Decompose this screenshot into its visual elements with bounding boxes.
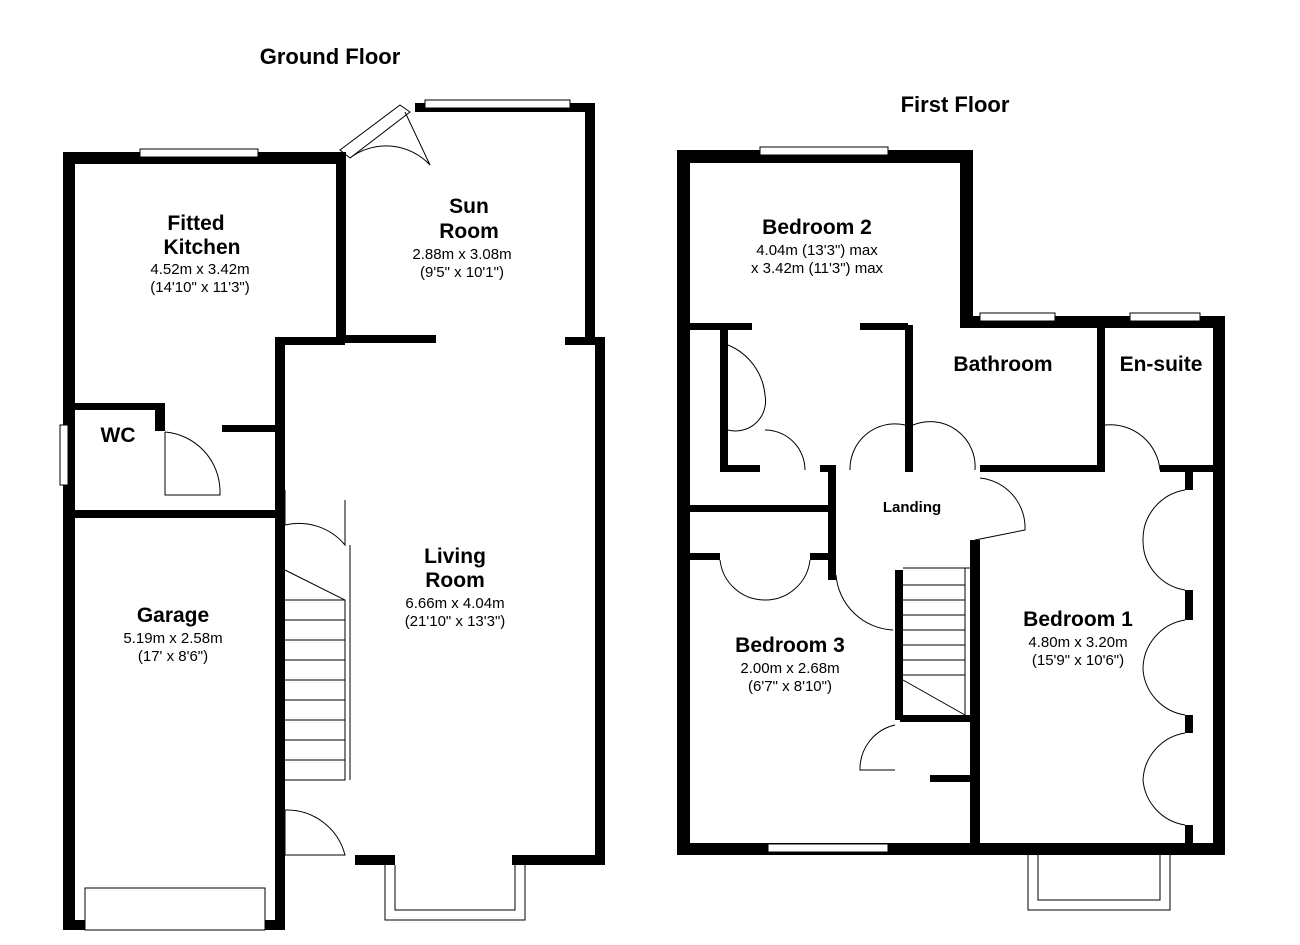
room-bedroom-1: Bedroom 1 4.80m x 3.20m (15'9" x 10'6") bbox=[1023, 608, 1133, 669]
svg-text:(9'5" x 10'1"): (9'5" x 10'1") bbox=[420, 264, 504, 281]
ground-floor-title: Ground Floor bbox=[260, 44, 401, 69]
svg-text:4.04m (13'3") max: 4.04m (13'3") max bbox=[756, 242, 878, 259]
svg-text:Bedroom 2: Bedroom 2 bbox=[762, 216, 872, 239]
svg-text:4.52m x 3.42m: 4.52m x 3.42m bbox=[150, 261, 249, 278]
svg-text:2.88m x 3.08m: 2.88m x 3.08m bbox=[412, 246, 511, 263]
room-garage: Garage 5.19m x 2.58m (17' x 8'6") bbox=[123, 604, 222, 665]
svg-text:Bedroom 1: Bedroom 1 bbox=[1023, 608, 1133, 631]
room-landing: Landing bbox=[883, 499, 941, 516]
svg-text:Living: Living bbox=[424, 545, 486, 568]
svg-text:Fitted: Fitted bbox=[167, 212, 224, 235]
svg-text:6.66m x 4.04m: 6.66m x 4.04m bbox=[405, 595, 504, 612]
svg-text:Bathroom: Bathroom bbox=[953, 353, 1052, 376]
ground-floor-doors bbox=[164, 104, 431, 856]
svg-text:Room: Room bbox=[439, 220, 499, 243]
first-floor-title: First Floor bbox=[901, 92, 1010, 117]
room-fitted-kitchen: Fitted Kitchen 4.52m x 3.42m (14'10" x 1… bbox=[150, 212, 250, 296]
first-floor-doors bbox=[719, 344, 1186, 826]
room-en-suite: En-suite bbox=[1120, 353, 1203, 376]
svg-text:(17' x 8'6"): (17' x 8'6") bbox=[138, 648, 208, 665]
first-floor-plan: First Floor bbox=[677, 92, 1225, 911]
svg-text:Bedroom 3: Bedroom 3 bbox=[735, 634, 845, 657]
first-floor-windows bbox=[759, 146, 1201, 911]
room-sun-room: Sun Room 2.88m x 3.08m (9'5" x 10'1") bbox=[412, 195, 511, 281]
first-floor-stairs bbox=[902, 567, 973, 718]
svg-text:(21'10" x 13'3"): (21'10" x 13'3") bbox=[405, 613, 506, 630]
svg-text:2.00m x 2.68m: 2.00m x 2.68m bbox=[740, 660, 839, 677]
svg-text:5.19m x 2.58m: 5.19m x 2.58m bbox=[123, 630, 222, 647]
svg-text:Kitchen: Kitchen bbox=[163, 236, 240, 259]
room-bedroom-2: Bedroom 2 4.04m (13'3") max x 3.42m (11'… bbox=[751, 216, 884, 277]
svg-text:(15'9" x 10'6"): (15'9" x 10'6") bbox=[1032, 652, 1124, 669]
ground-floor-walls bbox=[63, 103, 605, 930]
svg-text:(6'7" x 8'10"): (6'7" x 8'10") bbox=[748, 678, 832, 695]
svg-text:4.80m x 3.20m: 4.80m x 3.20m bbox=[1028, 634, 1127, 651]
room-living-room: Living Room 6.66m x 4.04m (21'10" x 13'3… bbox=[405, 545, 506, 630]
svg-text:(14'10" x 11'3"): (14'10" x 11'3") bbox=[150, 279, 250, 296]
room-wc: WC bbox=[101, 424, 136, 447]
ground-floor-windows bbox=[59, 99, 571, 931]
ground-floor-plan: Ground Floor bbox=[59, 44, 605, 931]
svg-text:Sun: Sun bbox=[449, 195, 489, 218]
svg-text:Landing: Landing bbox=[883, 499, 941, 516]
svg-text:En-suite: En-suite bbox=[1120, 353, 1203, 376]
room-bedroom-3: Bedroom 3 2.00m x 2.68m (6'7" x 8'10") bbox=[735, 634, 845, 695]
svg-text:WC: WC bbox=[101, 424, 136, 447]
ground-floor-stairs bbox=[284, 545, 351, 781]
svg-text:x 3.42m (11'3") max: x 3.42m (11'3") max bbox=[751, 260, 884, 277]
svg-text:Room: Room bbox=[425, 569, 485, 592]
svg-text:Garage: Garage bbox=[137, 604, 209, 627]
room-bathroom: Bathroom bbox=[953, 353, 1052, 376]
